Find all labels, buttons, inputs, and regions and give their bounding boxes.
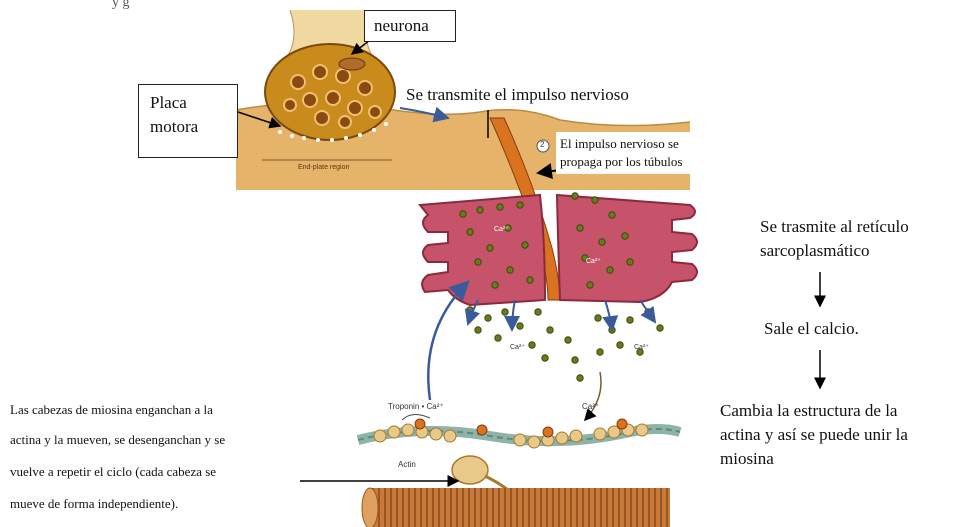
muscle-fiber: [370, 488, 670, 527]
troponin-label: Troponin • Ca²⁺: [388, 402, 444, 412]
reticulum-right: [557, 195, 697, 302]
ca-label-reticulum-right: Ca²⁺: [586, 258, 601, 267]
ca-label-released: Ca²⁺: [510, 344, 525, 353]
estructura-label-line3: miosina: [720, 448, 774, 469]
end-plate-label: End-plate region: [298, 164, 349, 173]
ca-label-reticulum: Ca²⁺: [494, 226, 509, 235]
estructura-label-line1: Cambia la estructura de la: [720, 400, 897, 421]
step-marker-label: 2: [540, 140, 544, 150]
release-arrow-icons: [468, 300, 655, 330]
top-cut-text: y g: [112, 0, 130, 12]
calcio-label: Sale el calcio.: [764, 318, 859, 339]
ca-label-released-right: Ca²⁺: [634, 344, 649, 353]
miosina-label-line3: vuelve a repetir el ciclo (cada cabeza s…: [10, 464, 216, 480]
ca-to-filament-arrow-icon: [585, 372, 601, 420]
tubulos-label-line1: El impulso nervioso se: [560, 136, 679, 152]
actin-filaments: [358, 419, 680, 448]
estructura-label-line2: actina y así se puede unir la: [720, 424, 908, 445]
miosina-label-line2: actina y la mueven, se desenganchan y se: [10, 432, 225, 448]
reticulo-label-line2: sarcoplasmático: [760, 240, 870, 261]
miosina-label-line1: Las cabezas de miosina enganchan a la: [10, 402, 213, 418]
myosin-head: [452, 456, 488, 484]
ca-label-filament: Ca²⁺: [582, 402, 599, 412]
transmite-label: Se transmite el impulso nervioso: [406, 84, 629, 105]
mitochondrion: [339, 58, 365, 70]
neurona-label: neurona: [374, 15, 429, 36]
miosina-label-line4: mueve de forma independiente).: [10, 496, 178, 512]
placa-label-line1: Placa: [150, 92, 187, 113]
troponin-bracket: [402, 414, 430, 420]
muscle-fiber-end: [362, 488, 378, 527]
actin-label: Actin: [398, 460, 416, 470]
tubulos-label-line2: propaga por los túbulos: [560, 154, 682, 170]
placa-label-line2: motora: [150, 116, 198, 137]
reticulo-label-line1: Se trasmite al retículo: [760, 216, 909, 237]
